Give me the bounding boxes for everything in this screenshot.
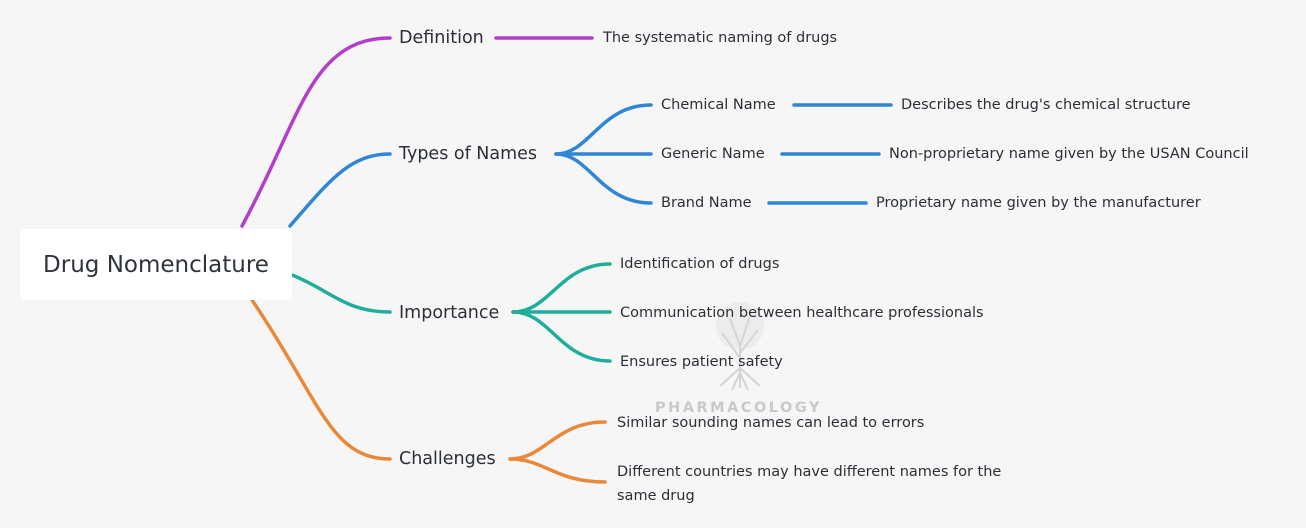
link-root-challenges bbox=[250, 298, 392, 461]
node-identification[interactable]: Identification of drugs bbox=[620, 256, 780, 272]
node-importance[interactable]: Importance bbox=[399, 303, 500, 323]
link-importance-1 bbox=[511, 262, 612, 314]
node-patient-safety[interactable]: Ensures patient safety bbox=[620, 354, 783, 370]
link-challenges-1 bbox=[508, 420, 607, 461]
node-brand-detail[interactable]: Proprietary name given by the manufactur… bbox=[876, 195, 1201, 211]
node-communication[interactable]: Communication between healthcare profess… bbox=[620, 305, 984, 321]
link-root-importance bbox=[290, 273, 392, 314]
node-generic-name[interactable]: Generic Name bbox=[661, 146, 765, 162]
link-importance-3 bbox=[511, 310, 612, 363]
node-similar-names[interactable]: Similar sounding names can lead to error… bbox=[617, 415, 925, 431]
root-node[interactable]: Drug Nomenclature bbox=[20, 229, 292, 300]
link-root-definition bbox=[240, 36, 392, 228]
node-generic-detail[interactable]: Non-proprietary name given by the USAN C… bbox=[889, 146, 1249, 162]
node-chemical-name[interactable]: Chemical Name bbox=[661, 97, 776, 113]
node-different-countries[interactable]: Different countries may have different n… bbox=[617, 464, 1002, 480]
node-definition-text[interactable]: The systematic naming of drugs bbox=[603, 30, 838, 46]
watermark-text: PHARMACOLOGY bbox=[655, 400, 822, 416]
node-different-countries-line2: same drug bbox=[617, 488, 695, 504]
link-root-types bbox=[288, 152, 392, 228]
link-types-chemical bbox=[554, 103, 653, 156]
node-types-of-names[interactable]: Types of Names bbox=[399, 144, 538, 164]
node-definition[interactable]: Definition bbox=[399, 28, 484, 48]
node-brand-name[interactable]: Brand Name bbox=[661, 195, 752, 211]
node-challenges[interactable]: Challenges bbox=[399, 449, 496, 469]
link-challenges-2 bbox=[508, 457, 607, 484]
link-types-brand bbox=[554, 152, 653, 205]
node-chemical-detail[interactable]: Describes the drug's chemical structure bbox=[901, 97, 1191, 113]
tree-icon bbox=[716, 302, 764, 391]
